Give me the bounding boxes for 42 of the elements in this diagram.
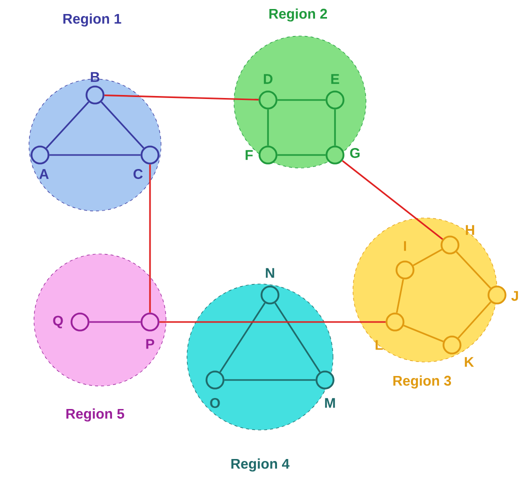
connector-line (277, 99, 326, 101)
vertex-label: J (511, 291, 518, 301)
region-label: Region 2 (269, 8, 327, 22)
vertex-label: N (266, 268, 274, 278)
vertex-label: C (134, 169, 143, 179)
connector-line (458, 301, 492, 339)
region-label: Region 1 (63, 13, 122, 27)
vertex-label: H (466, 225, 474, 235)
connector-line (104, 94, 259, 101)
region-label: Region 3 (393, 375, 452, 389)
region-label: Region 4 (231, 458, 290, 472)
vertex-label: I (404, 241, 406, 251)
connector-line (456, 251, 492, 289)
vertex-label: L (376, 340, 383, 350)
vertex-label: G (350, 148, 360, 158)
vertex-label: D (264, 74, 272, 84)
connector-line (396, 279, 404, 313)
connector-line (412, 248, 442, 266)
vertex-label: M (325, 398, 335, 408)
vertex-label: A (39, 169, 49, 179)
vertex-label: E (331, 74, 340, 84)
vertex-label: Q (53, 316, 63, 328)
connector-line (100, 101, 144, 149)
vertex-label: K (464, 357, 474, 367)
connector-line (334, 109, 336, 146)
connector-line (277, 154, 326, 156)
connector-line (224, 379, 316, 381)
connector-line (149, 164, 151, 313)
connector-line (46, 101, 90, 149)
vertex-label: P (146, 339, 154, 349)
vertex-label: F (246, 150, 253, 160)
connector-line (342, 160, 444, 240)
region-label: Region 5 (66, 408, 124, 422)
connector-line (89, 321, 141, 323)
connector-line (274, 302, 321, 373)
connector-line (219, 302, 266, 373)
connector-line (159, 321, 386, 323)
vertex-label: B (90, 72, 100, 82)
connector-line (403, 324, 444, 342)
connector-line (267, 109, 269, 146)
vertex-label: O (210, 398, 220, 408)
connector-line (49, 154, 141, 156)
